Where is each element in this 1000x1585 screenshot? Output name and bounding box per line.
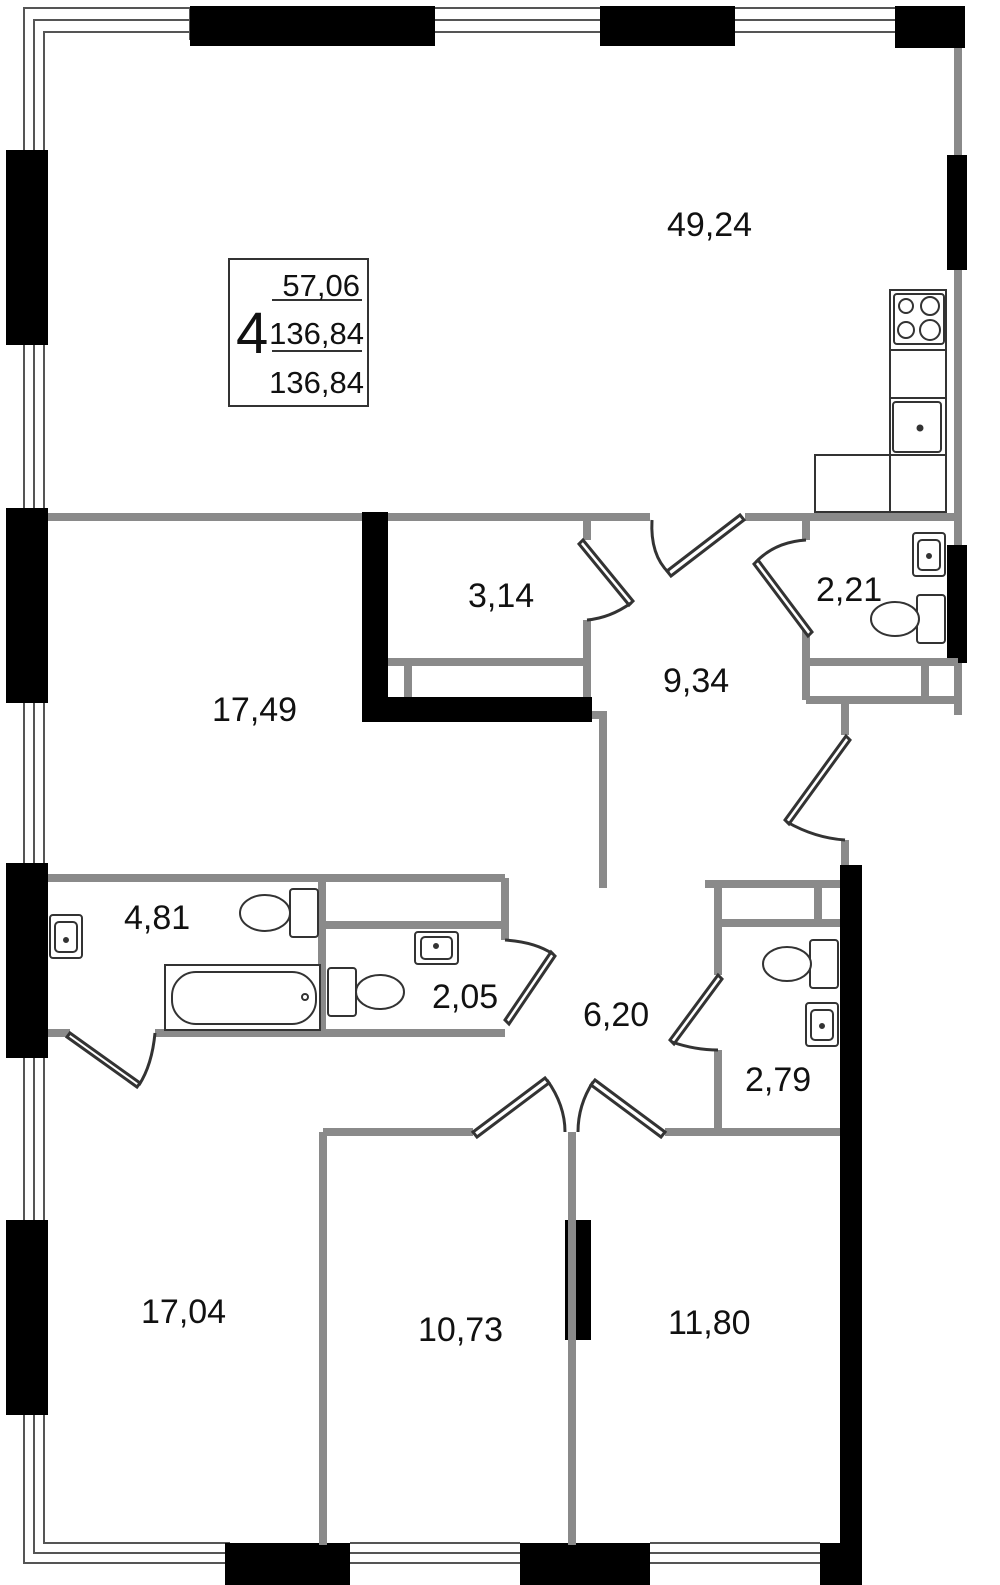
living-area: 57,06 (282, 268, 360, 303)
room-area-bathroom-small: 2,05 (432, 978, 498, 1016)
bathtub-icon (164, 964, 321, 1031)
room-area-wc-top: 2,21 (816, 571, 882, 609)
room-area-bedroom-3: 10,73 (418, 1311, 503, 1349)
washbasin-icon (805, 1002, 839, 1047)
washbasin-icon (49, 914, 83, 959)
exterior-walls (6, 6, 967, 1585)
room-area-corridor: 6,20 (583, 996, 649, 1034)
kitchen-sink-icon (892, 401, 942, 453)
room-area-wc-right: 2,79 (745, 1061, 811, 1099)
doors (64, 512, 852, 1140)
total-area: 136,84 (269, 316, 364, 351)
room-area-hall: 9,34 (663, 662, 729, 700)
washbasin-icon (912, 532, 946, 577)
room-labels: 49,24 3,14 9,34 2,21 17,49 4,81 2,05 6,2… (124, 206, 882, 1349)
toilet-icon (870, 594, 946, 644)
toilet-icon (327, 967, 405, 1017)
stove-icon (893, 293, 945, 345)
room-count: 4 (236, 301, 268, 366)
toilet-icon (762, 939, 839, 989)
room-area-bedroom-2: 17,04 (141, 1293, 226, 1331)
toilet-icon (239, 888, 319, 938)
total-area-with-balcony: 136,84 (269, 365, 364, 400)
apartment-summary: 4 57,06 136,84 136,84 (228, 258, 369, 407)
washbasin-icon (414, 931, 459, 965)
room-area-bedroom-4: 11,80 (668, 1304, 751, 1342)
room-area-storage: 3,14 (468, 577, 534, 615)
room-area-living-kitchen: 49,24 (667, 206, 752, 244)
interior-walls (48, 48, 962, 1545)
room-area-bedroom-1: 17,49 (212, 691, 297, 729)
facade-outline (23, 7, 900, 1564)
room-area-bathroom-main: 4,81 (124, 899, 190, 937)
